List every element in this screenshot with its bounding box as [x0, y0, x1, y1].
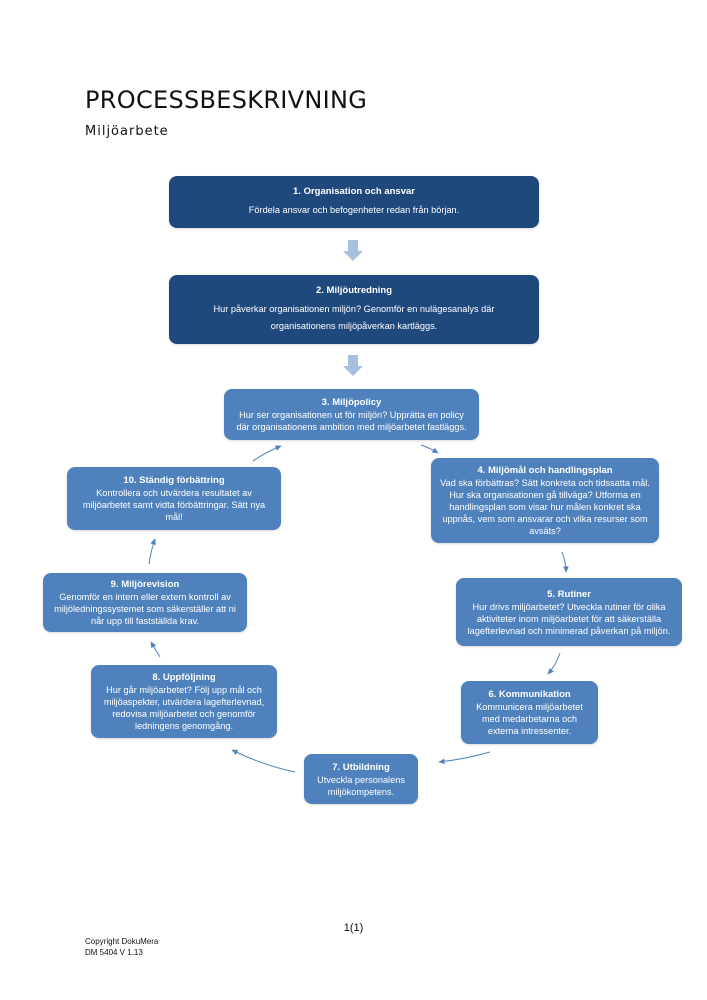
page-subtitle: Miljöarbete	[85, 124, 169, 139]
step-1-text: Fördela ansvar och befogenheter redan fr…	[248, 205, 460, 215]
step-9-box: 9. Miljörevision Genomför en intern elle…	[43, 573, 247, 632]
arrow-4-to-5	[561, 551, 569, 573]
step-8-text: Hur går miljöarbetet? Följ upp mål och m…	[103, 685, 265, 731]
step-2-text: Hur påverkar organisationen miljön? Geno…	[213, 304, 495, 331]
step-10-title: 10. Ständig förbättring	[123, 475, 225, 486]
step-10-box: 10. Ständig förbättring Kontrollera och …	[67, 467, 281, 530]
step-9-title: 9. Miljörevision	[110, 579, 180, 590]
step-5-text: Hur drivs miljöarbetet? Utveckla rutiner…	[467, 601, 671, 636]
copyright-text: Copyright DokuMera	[85, 937, 159, 946]
arrow-6-to-7	[438, 751, 491, 765]
block-arrow-down-1	[343, 240, 363, 261]
step-3-box: 3. Miljöpolicy Hur ser organisationen ut…	[224, 389, 479, 440]
page-number: 1(1)	[343, 922, 364, 934]
page-title: PROCESSBESKRIVNING	[85, 86, 368, 114]
step-4-box: 4. Miljömål och handlingsplan Vad ska fö…	[431, 458, 659, 543]
step-7-title: 7. Utbildning	[332, 761, 390, 773]
arrow-3-to-4	[420, 444, 439, 454]
arrow-10-to-3	[252, 445, 282, 462]
step-7-text: Utveckla personalens miljökompetens.	[317, 774, 405, 797]
step-6-box: 6. Kommunikation Kommunicera miljöarbete…	[461, 681, 598, 744]
step-7-box: 7. Utbildning Utveckla personalens miljö…	[304, 754, 418, 804]
step-9-text: Genomför en intern eller extern kontroll…	[54, 592, 236, 626]
step-6-text: Kommunicera miljöarbetet med medarbetarn…	[476, 702, 583, 736]
step-6-title: 6. Kommunikation	[488, 689, 571, 700]
step-2-box: 2. Miljöutredning Hur påverkar organisat…	[169, 275, 539, 344]
arrow-7-to-8	[231, 749, 296, 773]
step-10-text: Kontrollera och utvärdera resultatet av …	[82, 488, 266, 522]
step-5-box: 5. Rutiner Hur drivs miljöarbetet? Utvec…	[456, 578, 682, 646]
arrow-5-to-6	[547, 652, 561, 675]
step-4-text: Vad ska förbättras? Sätt konkreta och ti…	[440, 478, 650, 536]
footer: Copyright DokuMera DM 5404 V 1.13	[85, 936, 158, 958]
document-id: DM 5404 V 1.13	[85, 948, 143, 957]
step-8-title: 8. Uppföljning	[152, 672, 216, 683]
arrow-9-to-10	[148, 538, 156, 565]
block-arrow-down-2	[343, 355, 363, 376]
arrow-8-to-9	[150, 641, 161, 658]
step-8-box: 8. Uppföljning Hur går miljöarbetet? Föl…	[91, 665, 277, 738]
step-3-title: 3. Miljöpolicy	[321, 397, 382, 408]
step-1-title: 1. Organisation och ansvar	[293, 186, 415, 197]
step-5-title: 5. Rutiner	[547, 588, 591, 600]
step-3-text: Hur ser organisationen ut för miljön? Up…	[236, 410, 467, 432]
step-4-title: 4. Miljömål och handlingsplan	[477, 465, 613, 476]
step-2-title: 2. Miljöutredning	[316, 285, 392, 296]
step-1-box: 1. Organisation och ansvar Fördela ansva…	[169, 176, 539, 228]
